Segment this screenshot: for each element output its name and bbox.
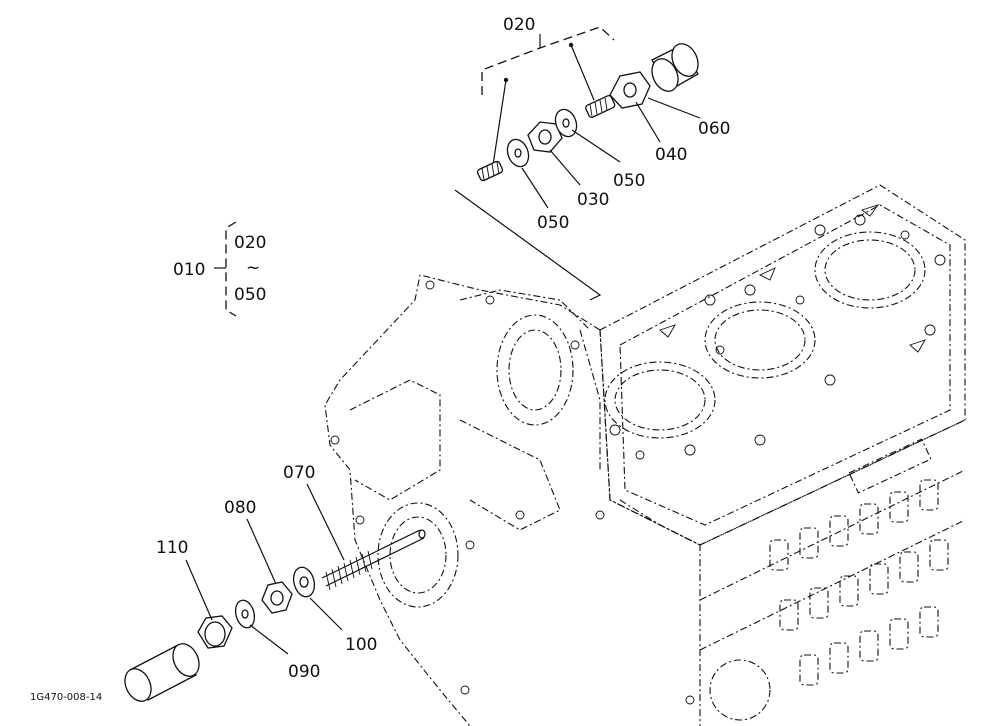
stud-left xyxy=(476,160,504,182)
nut-080 xyxy=(261,581,293,614)
callout-090: 090 xyxy=(288,662,320,682)
cylinder-bore-2 xyxy=(704,301,816,379)
top-part-group xyxy=(454,26,701,301)
sleeve-lower xyxy=(124,643,200,702)
washer-050-left xyxy=(506,138,530,168)
leader-dot xyxy=(568,42,574,48)
washer-050-right xyxy=(554,108,578,138)
cylinder-bore-3 xyxy=(814,231,926,309)
callout-070: 070 xyxy=(283,463,315,483)
callout-110: 110 xyxy=(156,538,188,558)
callout-020-top: 020 xyxy=(503,15,535,35)
group-tilde: ~ xyxy=(246,258,260,278)
cap-nut-110 xyxy=(197,615,233,649)
callout-030: 030 xyxy=(577,190,609,210)
leader-dot xyxy=(503,77,509,83)
engine-block xyxy=(324,184,966,726)
stud-070 xyxy=(321,529,426,591)
reference-code: 1G470-008-14 xyxy=(30,692,102,703)
washer-090 xyxy=(234,599,256,629)
callout-050-left: 050 xyxy=(537,213,569,233)
callout-040: 040 xyxy=(655,145,687,165)
washer-100 xyxy=(292,566,316,598)
callout-080: 080 xyxy=(224,498,256,518)
group-010-label: 010 xyxy=(173,260,205,280)
callout-100: 100 xyxy=(345,635,377,655)
sleeve-060 xyxy=(651,43,699,92)
group-050-label: 050 xyxy=(234,285,266,305)
assembly-010-bracket xyxy=(214,221,237,317)
lower-part-group xyxy=(124,483,426,702)
callout-060: 060 xyxy=(698,119,730,139)
group-020-label: 020 xyxy=(234,233,266,253)
stud-right xyxy=(585,94,616,118)
nut-030 xyxy=(527,121,563,153)
callout-050-right: 050 xyxy=(613,171,645,191)
cylinder-bore-1 xyxy=(604,361,716,439)
nut-040 xyxy=(609,71,651,109)
